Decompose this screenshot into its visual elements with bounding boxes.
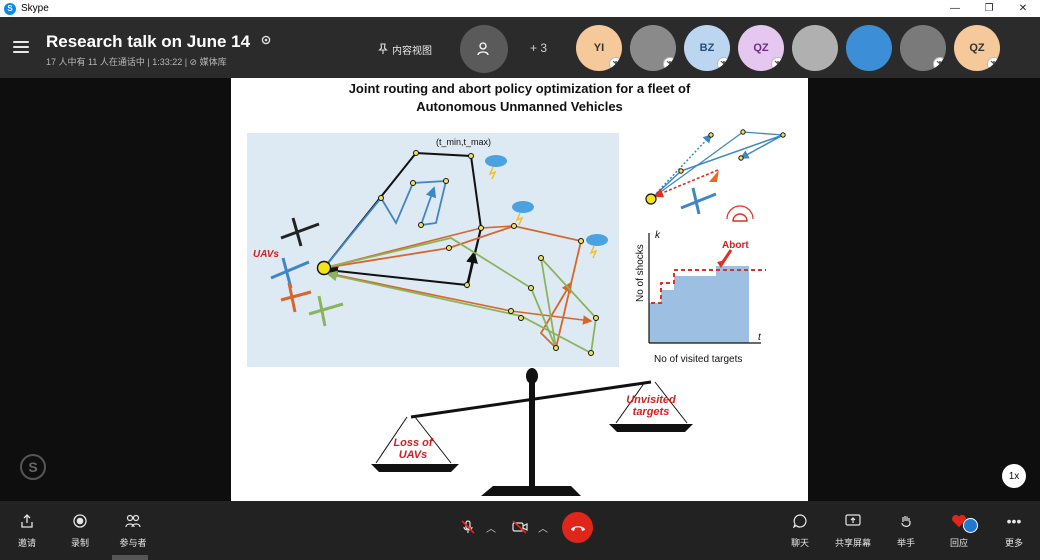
loss-label-line-2: UAVs <box>399 449 428 461</box>
playback-speed-button[interactable]: 1x <box>1002 464 1026 488</box>
unvisited-label-line-2: targets <box>633 406 670 418</box>
participant-avatar[interactable] <box>792 25 838 71</box>
people-icon <box>125 514 141 528</box>
avatar-initials: YI <box>593 42 605 54</box>
active-tab-indicator <box>112 555 148 560</box>
participants-label: 参与者 <box>119 538 147 548</box>
pin-icon <box>378 43 388 54</box>
chat-button[interactable]: 聊天 <box>775 513 825 549</box>
participant-avatar[interactable] <box>630 25 676 71</box>
raise-hand-button[interactable]: 举手 <box>881 513 931 549</box>
uav-icons <box>270 217 344 327</box>
muted-mic-icon <box>717 57 730 71</box>
balance-scale-illustration <box>371 368 693 496</box>
participant-avatar[interactable]: YI <box>576 25 622 71</box>
storm-cloud-icons <box>485 155 608 259</box>
avatar-initials: QZ <box>753 42 769 54</box>
avatar-initials: QZ <box>969 42 985 54</box>
share-screen-button[interactable]: 共享屏幕 <box>828 513 878 549</box>
participants-button[interactable]: 参与者 <box>108 513 158 549</box>
abort-label: Abort <box>722 240 749 251</box>
add-participant-button[interactable] <box>460 25 508 73</box>
end-call-button[interactable] <box>562 512 593 543</box>
participant-avatar[interactable]: BZ <box>684 25 730 71</box>
uavs-label: UAVs <box>253 249 279 260</box>
participant-avatar[interactable]: QZ <box>738 25 784 71</box>
k-label: k <box>655 230 661 241</box>
avatar-initials: BZ <box>699 42 715 54</box>
participant-avatar[interactable] <box>846 25 892 71</box>
participant-avatar[interactable]: QZ <box>954 25 1000 71</box>
shocks-step-chart <box>648 205 766 344</box>
chat-label: 聊天 <box>790 538 809 548</box>
window-title: Skype <box>21 3 49 14</box>
target-nodes <box>378 150 599 356</box>
react-button[interactable]: 回应 <box>934 513 984 549</box>
chat-icon <box>793 514 807 528</box>
mic-off-icon <box>461 520 475 534</box>
react-label: 回应 <box>949 538 968 548</box>
minimize-button[interactable]: — <box>950 3 960 14</box>
slide-title-line-2: Autonomous Unmanned Vehicles <box>416 99 623 114</box>
muted-mic-icon <box>663 57 676 71</box>
call-status: 17 人中有 11 人在通话中 | 1:33:22 | ⊘ 媒体库 <box>46 57 227 67</box>
record-icon <box>73 514 87 528</box>
more-participants-count[interactable]: + 3 <box>530 41 548 55</box>
camera-toggle-button[interactable] <box>504 511 536 543</box>
menu-icon[interactable] <box>13 41 29 53</box>
camera-options-chevron-icon[interactable]: ︿ <box>538 523 548 535</box>
muted-mic-icon <box>771 57 784 71</box>
shared-slide: Joint routing and abort policy optimizat… <box>231 78 808 501</box>
mute-mic-button[interactable] <box>452 511 484 543</box>
hand-icon <box>901 516 911 527</box>
y-axis-label: No of shocks <box>635 244 646 302</box>
shared-content-stage: Joint routing and abort policy optimizat… <box>0 78 1040 501</box>
call-title: Research talk on June 14 <box>46 32 251 51</box>
t-label: t <box>758 332 762 343</box>
close-button[interactable]: ✕ <box>1018 3 1028 14</box>
slide-title-line-1: Joint routing and abort policy optimizat… <box>348 81 691 96</box>
hang-up-icon <box>570 525 585 531</box>
settings-gear-icon[interactable] <box>260 34 272 46</box>
skype-logo-icon: S <box>4 2 16 15</box>
unvisited-label-line-1: Unvisited <box>626 394 676 406</box>
add-person-icon <box>477 42 489 56</box>
content-view-button[interactable]: 内容视图 <box>378 40 432 58</box>
video-off-icon <box>512 520 528 534</box>
heart-icon <box>952 514 966 528</box>
react-badge-icon <box>963 518 978 533</box>
skype-watermark-icon: S <box>20 454 46 480</box>
slide-title: Joint routing and abort policy optimizat… <box>231 80 808 116</box>
depot-node <box>316 260 332 276</box>
content-view-label: 内容视图 <box>392 45 432 57</box>
more-dots-icon: ••• <box>1006 513 1022 529</box>
slide-figure: UAVs (t_min,t_max) <box>247 129 786 496</box>
share-screen-label: 共享屏幕 <box>834 538 871 548</box>
invite-button[interactable]: 邀请 <box>2 513 52 549</box>
x-axis-label: No of visited targets <box>654 354 742 365</box>
call-toolbar: 邀请 录制 参与者 ︿ ︿ 聊天 <box>0 501 1040 560</box>
more-button[interactable]: ••• 更多 <box>989 513 1039 549</box>
call-header: Research talk on June 14 17 人中有 11 人在通话中… <box>0 17 1040 78</box>
share-upload-icon <box>21 514 33 528</box>
mic-options-chevron-icon[interactable]: ︿ <box>486 523 496 535</box>
invite-label: 邀请 <box>17 538 36 548</box>
record-button[interactable]: 录制 <box>55 513 105 549</box>
muted-mic-icon <box>933 57 946 71</box>
participant-avatar[interactable] <box>900 25 946 71</box>
raise-hand-label: 举手 <box>896 538 915 548</box>
restore-button[interactable]: ❐ <box>984 3 994 14</box>
share-screen-icon <box>845 514 861 526</box>
muted-mic-icon <box>609 57 622 71</box>
loss-label-line-1: Loss of <box>393 437 433 449</box>
abort-diagram <box>645 129 786 215</box>
more-label: 更多 <box>1004 538 1023 548</box>
window-titlebar: S Skype — ❐ ✕ <box>0 0 1040 17</box>
time-window-label: (t_min,t_max) <box>436 137 491 147</box>
record-label: 录制 <box>70 538 89 548</box>
muted-mic-icon <box>987 57 1000 71</box>
